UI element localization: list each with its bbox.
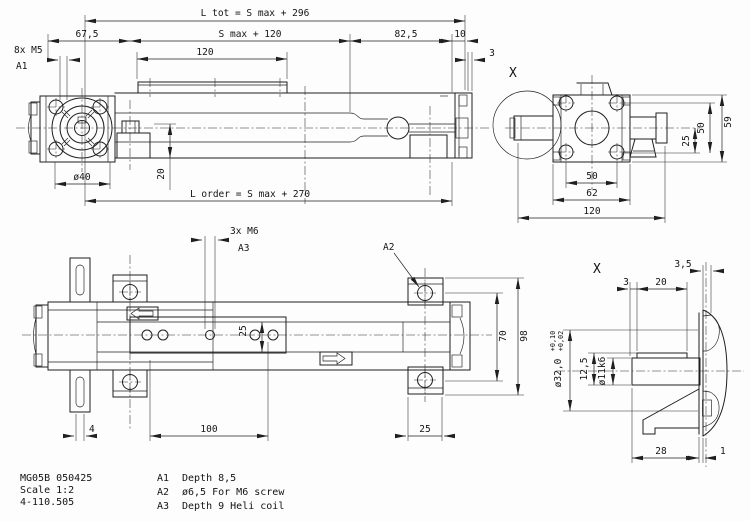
dim-82-5: 82,5: [395, 29, 418, 40]
dim-50-right: 50: [696, 122, 707, 134]
dim-12-5: 12,5: [579, 358, 590, 381]
front-view-geometry: [16, 78, 490, 204]
dim-10: 10: [454, 29, 466, 40]
dim-l-order: L order = S max + 270: [190, 189, 310, 200]
dim-3: 3: [623, 277, 629, 288]
note-ref: A3: [157, 501, 169, 512]
dim-50-bottom: 50: [586, 171, 598, 182]
dim-l-tot: L tot = S max + 296: [201, 8, 310, 19]
end-view: X 50 62 120 25 50 59: [492, 66, 734, 223]
notes-list: A1 Depth 8,5 A2 ø6,5 For M6 screw A3 Dep…: [157, 473, 285, 512]
end-view-bolts: [557, 94, 626, 161]
title-block: MG05B 050425 Scale 1:2 4-110.505: [20, 473, 92, 508]
flange-bolt-circles: [47, 98, 109, 158]
end-view-label-x: X: [509, 66, 517, 81]
dim-dia-11: ø11k6: [597, 356, 608, 385]
dim-s-max-120: S max + 120: [219, 29, 282, 40]
dim-4: 4: [89, 424, 95, 435]
dim-1: 1: [720, 446, 726, 457]
dim-3: 3: [489, 48, 495, 59]
dim-70: 70: [498, 330, 509, 342]
detail-label-x: X: [593, 262, 601, 277]
detail-view-geometry: X: [556, 262, 744, 467]
plan-view-dimensions: 3x M6 A3 A2 25 70 98 4 100 25: [63, 226, 530, 441]
dim-25-rod: 25: [238, 325, 249, 336]
front-view-dimensions: L tot = S max + 296 67,5 S max + 120 82,…: [14, 8, 495, 206]
label-a2: A2: [383, 242, 394, 253]
note-text: Depth 8,5: [182, 473, 236, 484]
direction-arrow-plates: [126, 306, 353, 366]
detail-view-x: X 3,5 3 20 ø32,0 +0,10 +0,02: [549, 259, 744, 467]
plan-view-geometry: [22, 255, 492, 430]
dim-59: 59: [723, 116, 734, 128]
plan-slotted-tabs: [69, 257, 91, 413]
dim-120: 120: [583, 206, 600, 217]
dim-100: 100: [200, 424, 217, 435]
dim-120: 120: [196, 47, 213, 58]
detail-x-circle: [492, 90, 562, 160]
dim-28: 28: [655, 446, 667, 457]
drawing-code: MG05B 050425: [20, 473, 92, 484]
label-a1: A1: [16, 61, 28, 72]
note-text: Depth 9 Heli coil: [182, 501, 284, 512]
dim-25: 25: [681, 135, 692, 146]
dim-20: 20: [156, 168, 167, 180]
label-3x-m6: 3x M6: [230, 226, 259, 237]
dim-dia-32-tol-lower: +0,02: [557, 331, 565, 351]
note-text: ø6,5 For M6 screw: [182, 487, 285, 498]
end-view-dimensions: 50 62 120 25 50 59: [517, 94, 734, 223]
note-ref: A2: [157, 487, 169, 498]
front-view: L tot = S max + 296 67,5 S max + 120 82,…: [14, 8, 495, 206]
detail-view-dimensions: 3,5 3 20 ø32,0 +0,10 +0,02 12,5 ø11k6 28…: [549, 259, 726, 463]
note-ref: A1: [157, 473, 169, 484]
dim-dia-40: ø40: [73, 172, 90, 183]
dim-20: 20: [655, 277, 667, 288]
plan-view: 3x M6 A3 A2 25 70 98 4 100 25: [22, 226, 530, 441]
drawing-scale: Scale 1:2: [20, 485, 74, 496]
dim-62: 62: [586, 188, 597, 199]
dim-67-5: 67,5: [76, 29, 99, 40]
dim-dia-32: ø32,0: [553, 358, 564, 387]
label-a3: A3: [238, 243, 249, 254]
label-8x-m5: 8x M5: [14, 45, 43, 56]
dim-98: 98: [519, 330, 530, 342]
dim-25-block: 25: [419, 424, 430, 435]
dim-dia-32-tol-upper: +0,10: [549, 331, 557, 351]
end-view-geometry: X: [492, 66, 700, 190]
drawing-doc-number: 4-110.505: [20, 497, 74, 508]
dim-3-5: 3,5: [674, 259, 691, 270]
